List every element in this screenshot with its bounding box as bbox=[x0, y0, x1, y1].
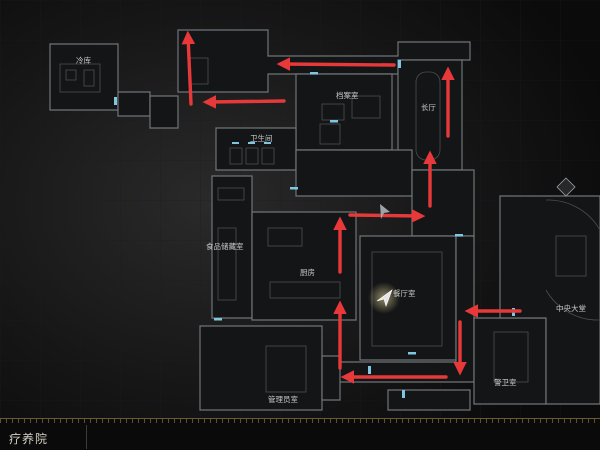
route-arrow bbox=[202, 95, 286, 109]
room-label-archive: 档案室 bbox=[336, 90, 359, 100]
route-arrow bbox=[276, 57, 396, 71]
room-label-central-hall: 中央大堂 bbox=[556, 303, 586, 313]
route-arrows bbox=[181, 30, 522, 384]
bar-divider bbox=[86, 425, 87, 449]
room-label-kitchen: 厨房 bbox=[300, 267, 315, 277]
room-label-admin: 管理员室 bbox=[268, 394, 298, 404]
floor-plan bbox=[49, 29, 600, 411]
scale-ruler bbox=[0, 419, 600, 423]
player-location-icon[interactable] bbox=[368, 282, 400, 314]
location-name: 疗养院 bbox=[9, 432, 49, 446]
route-arrow bbox=[348, 209, 426, 223]
room-label-hall: 长厅 bbox=[421, 102, 436, 112]
route-arrow bbox=[181, 30, 196, 106]
waypoint-cursor-icon bbox=[380, 204, 390, 219]
room-label-guard: 警卫室 bbox=[494, 377, 517, 387]
room-label-restroom: 卫生间 bbox=[250, 133, 273, 143]
location-bar: 疗养院 bbox=[0, 418, 600, 450]
room-label-cold-storage: 冷库 bbox=[76, 55, 91, 65]
room-label-food-storage: 食品储藏室 bbox=[206, 241, 244, 251]
room-label-dining: 餐厅室 bbox=[393, 288, 416, 298]
doors bbox=[114, 60, 515, 398]
